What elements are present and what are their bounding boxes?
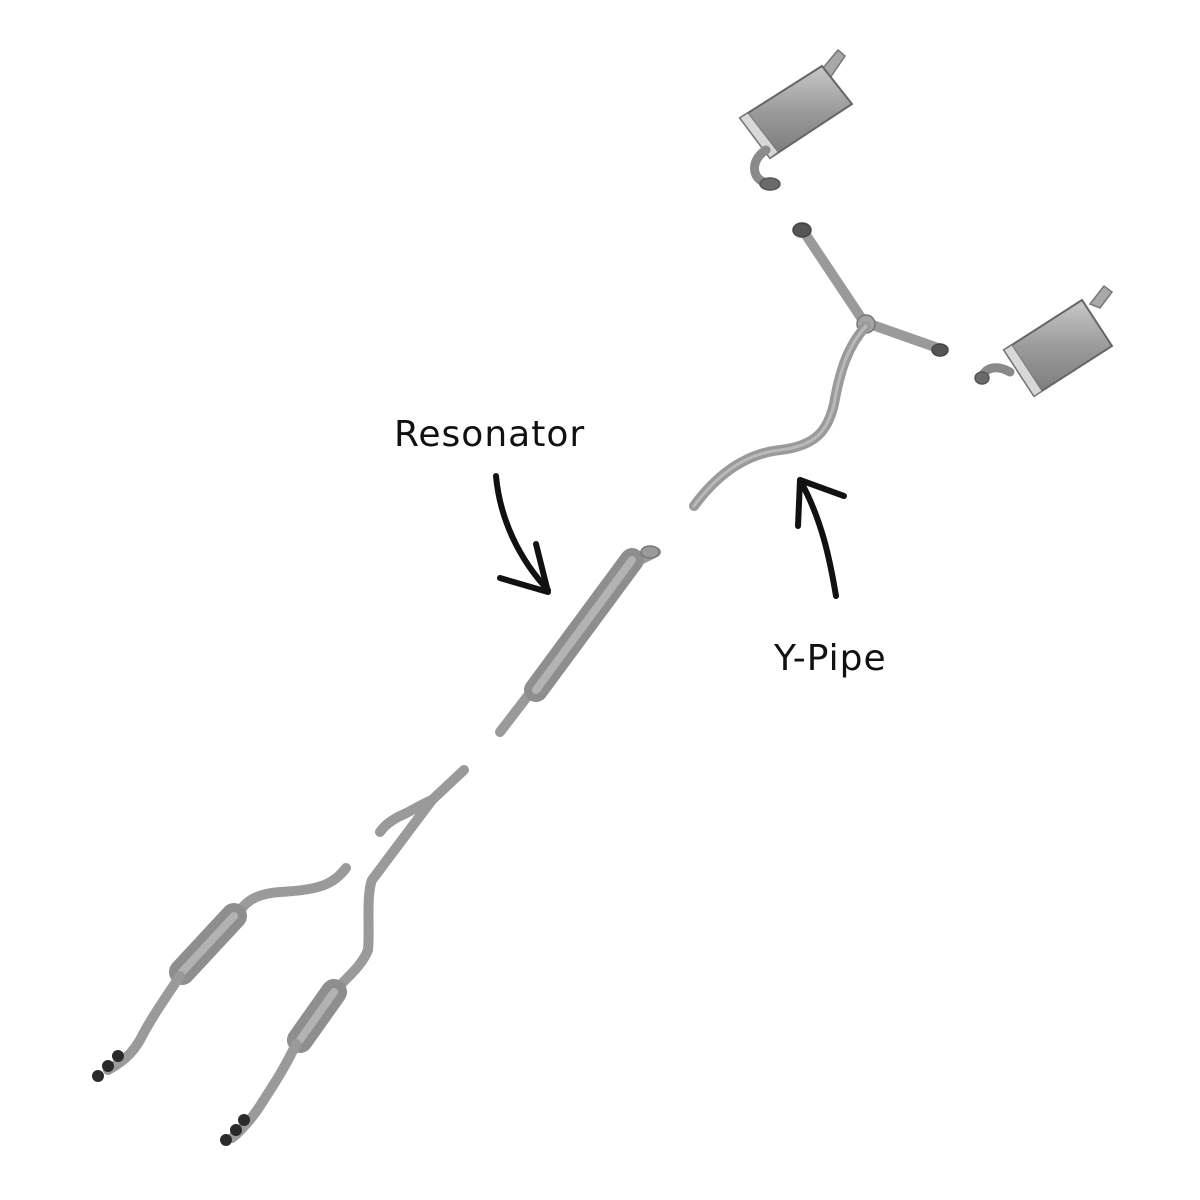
y-pipe — [689, 222, 949, 511]
resonator — [495, 545, 661, 737]
y-pipe-arrow — [795, 477, 847, 599]
rear-muffler-left — [738, 48, 854, 191]
resonator-label: Resonator — [394, 414, 586, 455]
front-pipe-section — [329, 765, 469, 997]
y-pipe-label: Y-Pipe — [774, 638, 887, 679]
rear-muffler-right — [974, 284, 1114, 398]
right-catalytic-branch — [220, 979, 347, 1146]
left-catalytic-branch — [92, 863, 351, 1082]
resonator-arrow — [493, 473, 551, 595]
